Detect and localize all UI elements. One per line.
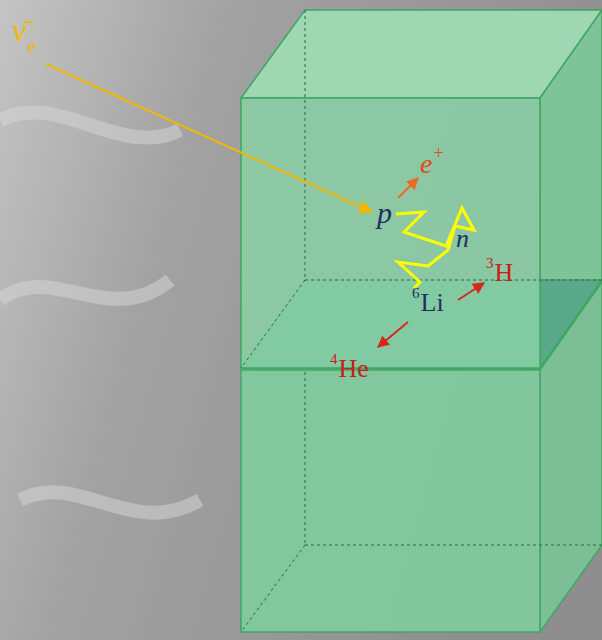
triton-arrow: [458, 283, 484, 300]
upper-cube: [241, 10, 602, 368]
particle-symbol: e: [420, 150, 432, 178]
subscript: e: [27, 36, 36, 56]
neutron-track: [396, 208, 474, 288]
element-symbol: H: [495, 260, 514, 286]
particle-symbol: n: [456, 226, 469, 252]
superscript: +: [433, 144, 443, 162]
element-symbol: Li: [421, 290, 444, 316]
alpha-arrow: [378, 322, 408, 347]
element-symbol: He: [339, 356, 369, 382]
particle-symbol: ν̄: [12, 14, 26, 46]
mass-number: 4: [330, 352, 338, 367]
mass-number: 3: [486, 256, 494, 271]
mass-number: 6: [412, 286, 420, 301]
positron-arrow: [398, 178, 418, 198]
antineutrino-arrow: [46, 64, 372, 212]
particle-symbol: p: [377, 198, 392, 228]
background-texture: [0, 112, 200, 512]
